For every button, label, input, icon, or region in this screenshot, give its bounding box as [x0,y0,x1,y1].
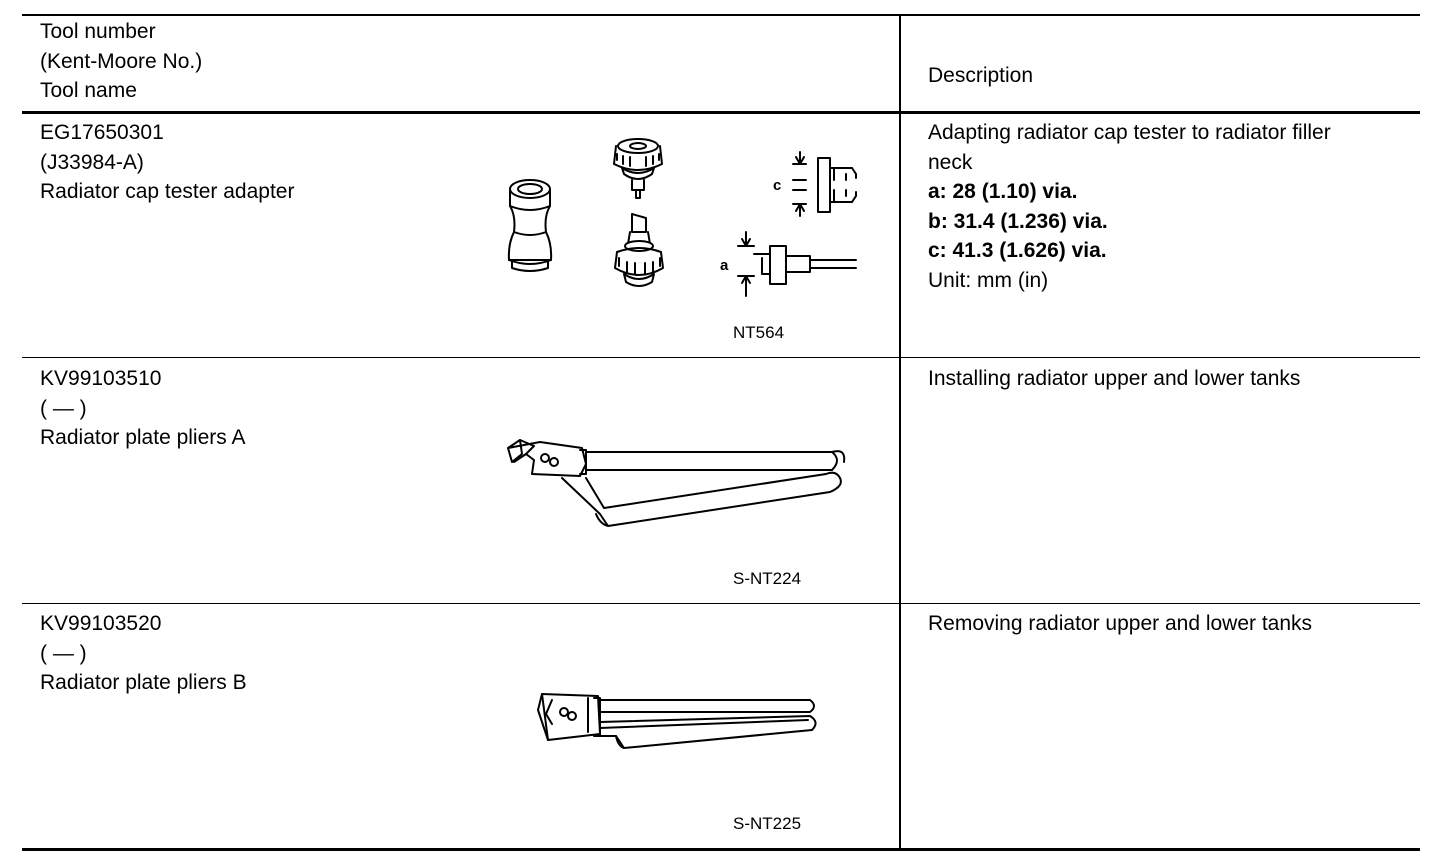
header-tool-name: Tool name [40,79,137,102]
header-kent-moore: (Kent-Moore No.) [40,49,203,73]
header-description: Description [928,64,1034,87]
table-top-rule [22,14,1420,16]
row-1-description-line-2: neck [928,150,973,174]
row-1-figure-label-c: c [773,177,781,194]
row-1-description: Adapting radiator cap tester to radiator… [928,118,1331,295]
row-1-description-line-1: Adapting radiator cap tester to radiator… [928,121,1331,144]
column-divider [899,14,901,851]
row-3-description: Removing radiator upper and lower tanks [928,609,1312,639]
row-divider-2 [22,603,1420,604]
row-2-tool-info: KV99103510 ( — ) Radiator plate pliers A [40,364,245,453]
row-divider-1 [22,357,1420,358]
row-1-tool-number: EG17650301 [40,121,164,144]
row-1-spec-c: c: 41.3 (1.626) via. [928,239,1107,262]
radiator-plate-pliers-b-figure [537,693,817,749]
row-3-description-line-1: Removing radiator upper and lower tanks [928,612,1313,635]
table-bottom-rule [22,848,1420,851]
row-1-kent-moore: (J33984-A) [40,150,144,174]
row-3-tool-number: KV99103520 [40,612,162,635]
row-1-spec-a: a: 28 (1.10) via. [928,180,1078,203]
row-2-tool-number: KV99103510 [40,367,162,390]
row-1-figure-code: NT564 [733,323,785,342]
radiator-cap-tester-adapter-figure: c a [507,138,857,297]
row-3-tool-name: Radiator plate pliers B [40,671,247,694]
row-1-tool-name: Radiator cap tester adapter [40,180,295,203]
row-1-figure-label-a: a [720,257,729,274]
header-tool-number: Tool number [40,20,156,43]
header-tool-column: Tool number (Kent-Moore No.) Tool name [40,17,202,106]
row-3-figure-code: S-NT225 [733,814,802,833]
row-1-spec-b: b: 31.4 (1.236) via. [928,209,1108,233]
row-2-description-line-1: Installing radiator upper and lower tank… [928,367,1301,390]
row-3-tool-info: KV99103520 ( — ) Radiator plate pliers B [40,609,247,698]
row-2-figure-code: S-NT224 [733,569,802,588]
row-2-kent-moore: ( — ) [40,396,87,420]
row-3-kent-moore: ( — ) [40,641,87,665]
row-1-unit: Unit: mm (in) [928,268,1049,292]
radiator-plate-pliers-a-figure [507,439,846,527]
row-2-description: Installing radiator upper and lower tank… [928,364,1300,394]
row-2-tool-name: Radiator plate pliers A [40,426,246,449]
header-bottom-rule [22,111,1420,114]
row-1-tool-info: EG17650301 (J33984-A) Radiator cap teste… [40,118,294,207]
